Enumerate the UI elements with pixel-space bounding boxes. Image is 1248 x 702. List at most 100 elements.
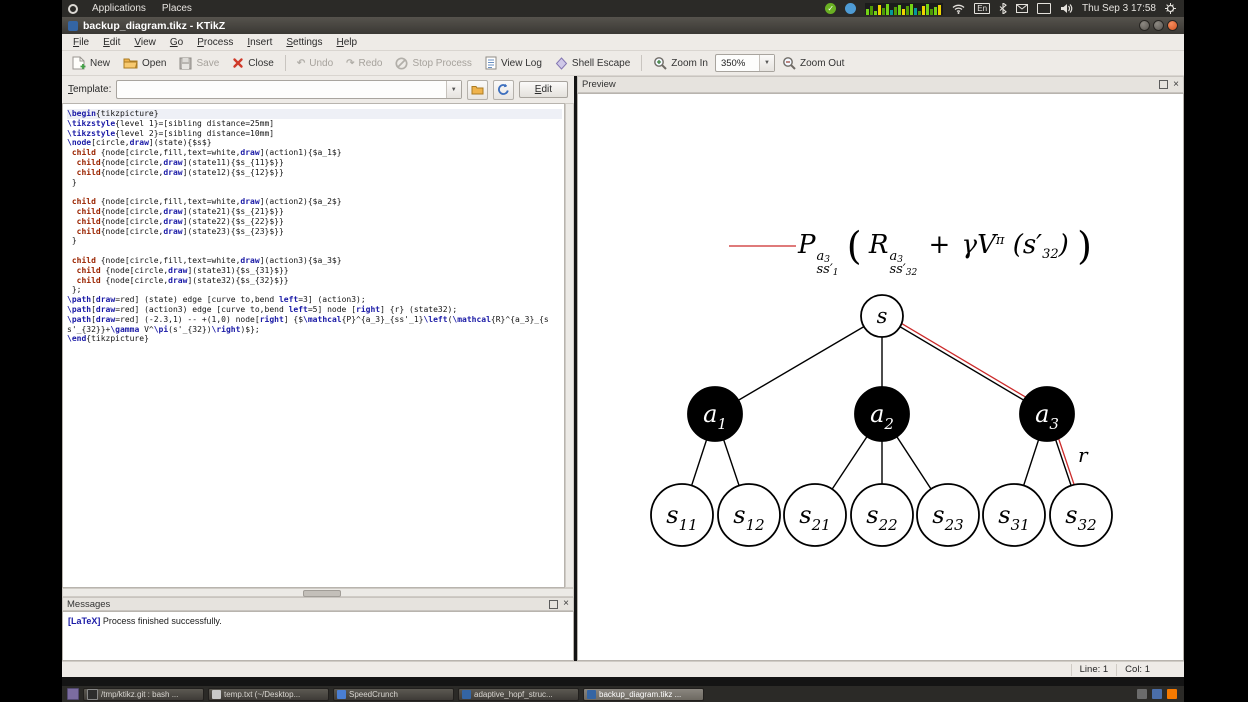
menu-go[interactable]: Go [169,36,184,48]
messages-pane: [LaTeX] Process finished successfully. [62,611,574,661]
float-dock-icon[interactable] [549,599,559,609]
template-edit-button[interactable]: Edit [518,81,568,98]
taskbar-item-speedcrunch[interactable]: SpeedCrunch [333,687,454,701]
taskbar-item-ktikz-current[interactable]: backup_diagram.tikz ... [583,687,704,701]
menu-edit[interactable]: Edit [103,36,121,48]
zoom-in-button[interactable]: Zoom In [647,53,714,73]
code-line[interactable]: child {node[circle,fill,text=white,draw]… [71,255,342,265]
code-line[interactable]: child{node[circle,draw](state12){$s_{12}… [76,167,284,177]
code-line[interactable]: child{node[circle,draw](state11){$s_{11}… [76,157,284,167]
taskbar-item-texteditor[interactable]: temp.txt (~/Desktop... [208,687,329,701]
update-check-icon[interactable]: ✓ [825,3,837,14]
close-dock-icon[interactable]: × [1173,78,1179,90]
code-line[interactable]: child{node[circle,draw](state23){$s_{23}… [76,226,284,236]
code-line[interactable]: child {node[circle,fill,text=white,draw]… [71,148,342,158]
menu-help[interactable]: Help [336,36,358,48]
generic-tray-icon[interactable] [1152,689,1162,699]
toolbar-separator [284,55,286,71]
code-line[interactable]: child{node[circle,draw](state22){$s_{22}… [76,216,284,226]
redo-button[interactable]: ↷ Redo [346,57,383,69]
messages-dock-header[interactable]: Messages × [62,597,574,611]
mail-icon[interactable] [1016,4,1029,13]
menu-insert[interactable]: Insert [247,36,273,48]
zoom-out-icon [783,57,796,70]
menubar: File Edit View Go Process Insert Setting… [62,34,1184,51]
code-line[interactable]: child{node[circle,draw](state21){$s_{21}… [76,206,284,216]
template-label: Template: [68,84,112,95]
new-button[interactable]: New [66,53,116,73]
menu-process[interactable]: Process [197,36,234,48]
code-line[interactable]: child {node[circle,fill,text=white,draw]… [71,197,342,207]
zoom-out-button[interactable]: Zoom Out [776,53,850,73]
places-menu[interactable]: Places [161,3,192,14]
close-window-button[interactable] [1167,20,1178,31]
code-line[interactable]: \path[draw=red] (action3) edge [curve to… [67,304,458,314]
shell-escape-button[interactable]: Shell Escape [549,54,636,73]
code-line[interactable] [67,246,562,256]
indicator-applet-icon[interactable] [845,3,857,14]
clock[interactable]: Thu Sep 3 17:58 [1082,3,1156,14]
bluetooth-icon[interactable] [999,3,1007,14]
template-open-button[interactable] [466,79,488,100]
generic-tray-icon[interactable] [1137,689,1147,699]
code-line[interactable]: \begin{tikzpicture} [67,109,562,119]
menu-file[interactable]: File [73,36,90,48]
code-line[interactable]: \end{tikzpicture} [67,334,149,344]
volume-icon[interactable] [1060,3,1073,14]
code-line[interactable]: child {node[circle,draw](state31){$s_{31… [76,265,289,275]
chevron-down-icon: ▼ [445,81,461,98]
open-button[interactable]: Open [117,54,172,72]
close-button[interactable]: Close [226,54,280,72]
distro-logo-icon[interactable] [68,3,78,14]
system-monitor-graph[interactable] [865,2,944,15]
applications-menu[interactable]: Applications [92,3,146,14]
log-document-icon [485,56,497,70]
scrollbar-thumb[interactable] [303,590,341,597]
code-line[interactable]: \tikzstyle{level 1}=[sibling distance=25… [67,118,275,128]
code-editor[interactable]: \begin{tikzpicture}\tikzstyle{level 1}=[… [62,103,565,588]
code-line[interactable]: }; [67,285,82,295]
keyboard-layout-indicator[interactable]: En [974,3,991,14]
state-label-32: s32 [1065,501,1096,534]
minimize-button[interactable] [1139,20,1150,31]
window-titlebar[interactable]: backup_diagram.tikz - KTikZ [62,17,1184,34]
code-line[interactable]: child {node[circle,draw](state32){$s_{32… [76,275,289,285]
preview-pane[interactable]: s a1 a2 a3 s11 s12 s21 s22 s23 s31 s32 r… [577,93,1184,661]
code-line[interactable]: } [67,236,77,246]
editor-vertical-scrollbar[interactable] [565,103,574,588]
menu-view[interactable]: View [134,36,156,48]
close-dock-icon[interactable]: × [563,598,569,609]
template-reload-button[interactable] [492,79,514,100]
keyboard-icon[interactable] [1037,3,1052,14]
menu-settings[interactable]: Settings [286,36,323,48]
wifi-icon[interactable] [952,4,965,14]
taskbar-item-ktikz-other[interactable]: adaptive_hopf_struc... [458,687,579,701]
maximize-button[interactable] [1153,20,1164,31]
float-dock-icon[interactable] [1159,80,1169,89]
undo-button[interactable]: ↶ Undo [296,57,334,69]
editor-horizontal-scrollbar[interactable] [62,588,574,597]
save-floppy-icon [179,57,192,69]
notification-tray-icon[interactable] [1167,689,1177,699]
root-state-node [860,294,904,338]
code-line[interactable] [67,187,562,197]
session-gear-icon[interactable] [1165,3,1176,14]
code-line[interactable]: \path[draw=red] (-2.3,1) -- +(1,0) node[… [67,314,549,334]
code-line[interactable]: \tikzstyle{level 2}=[sibling distance=10… [67,128,275,138]
view-log-button[interactable]: View Log [479,53,548,73]
zoom-level-combobox[interactable]: 350% ▼ [714,54,775,72]
code-line[interactable]: } [67,177,77,187]
preview-dock-header[interactable]: Preview × [577,76,1184,93]
state-label-12: s12 [733,501,764,534]
show-desktop-icon[interactable] [67,688,79,700]
template-combobox[interactable]: ▼ [116,80,462,99]
code-line[interactable]: \path[draw=red] (state) edge [curve to,b… [67,295,366,305]
save-button[interactable]: Save [173,54,225,73]
stop-process-button[interactable]: Stop Process [389,54,477,73]
taskbar-item-terminal[interactable]: /tmp/ktikz.git : bash ... [83,687,204,701]
state-node-32 [1049,483,1113,547]
ktikz-icon [587,689,596,699]
code-line[interactable]: \node[circle,draw](state){$s$} [67,138,212,148]
